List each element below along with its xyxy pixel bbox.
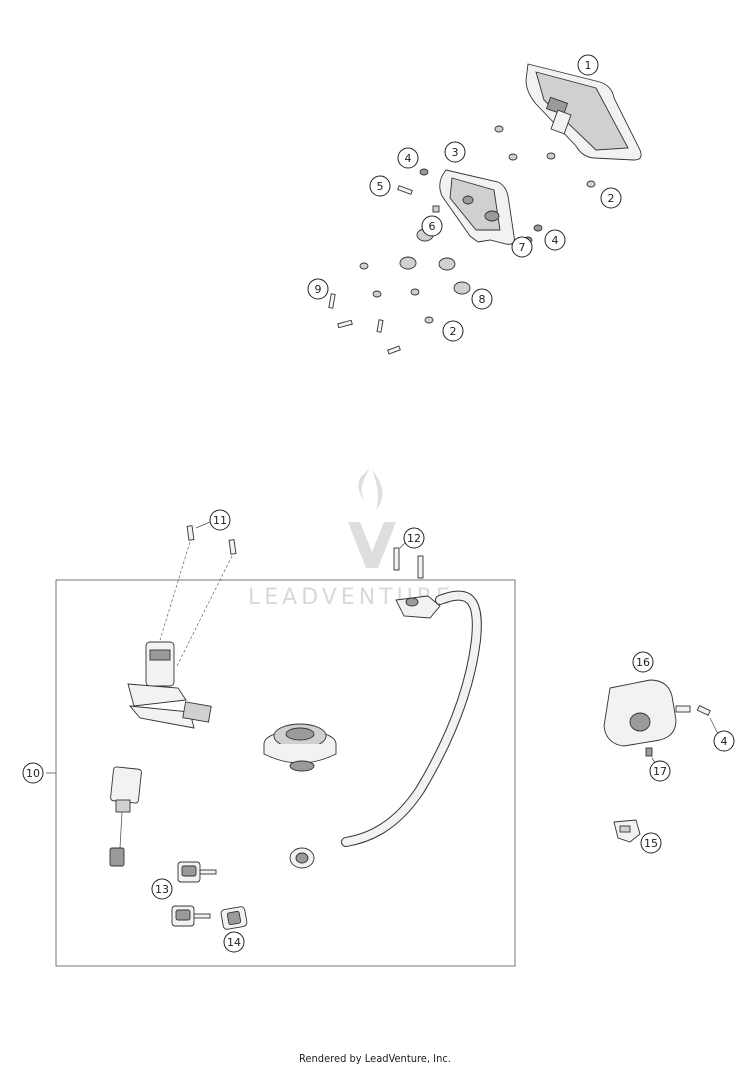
part-15-clip[interactable]	[613, 819, 641, 843]
callout-label: 9	[315, 283, 322, 296]
part-1-instrument-display[interactable]	[525, 63, 642, 161]
callout-label: 5	[377, 180, 384, 193]
callout-label: 7	[519, 241, 526, 254]
callout-12[interactable]: 12	[403, 527, 425, 549]
callout-label: 8	[479, 293, 486, 306]
callout-4[interactable]: 4	[397, 147, 419, 169]
callout-label: 12	[407, 532, 421, 545]
part-12-valve-bracket[interactable]	[393, 541, 441, 619]
callout-6[interactable]: 6	[421, 215, 443, 237]
callout-label: 3	[452, 146, 459, 159]
callout-label: 1	[585, 59, 592, 72]
callout-label: 14	[227, 936, 241, 949]
callout-8[interactable]: 8	[471, 288, 493, 310]
watermark-v-icon	[348, 522, 396, 568]
fuel-tank-cap[interactable]	[263, 723, 337, 772]
part-13-keys[interactable]	[171, 861, 217, 927]
callout-7[interactable]: 7	[511, 236, 533, 258]
screw-17	[645, 747, 657, 765]
callout-9[interactable]: 9	[307, 278, 329, 300]
ignition-lock[interactable]	[127, 641, 212, 729]
part-11-screws[interactable]	[159, 521, 237, 669]
screw-4-right	[696, 705, 719, 735]
callout-label: 4	[721, 735, 728, 748]
callout-11[interactable]: 11	[209, 509, 231, 531]
part-16-housing[interactable]	[603, 679, 691, 747]
part-14-key-cover[interactable]	[220, 906, 248, 930]
callout-label: 15	[644, 837, 658, 850]
callout-10[interactable]: 10	[22, 762, 44, 784]
callout-16[interactable]: 16	[632, 651, 654, 673]
small-fasteners-lower	[328, 262, 434, 355]
callout-15[interactable]: 15	[640, 832, 662, 854]
callout-label: 10	[26, 767, 40, 780]
callout-2[interactable]: 2	[600, 187, 622, 209]
footer-credit: Rendered by LeadVenture, Inc.	[299, 1052, 451, 1065]
callout-label: 2	[608, 192, 615, 205]
wiring-connector[interactable]	[109, 766, 142, 867]
callout-4[interactable]: 4	[713, 730, 735, 752]
callout-4[interactable]: 4	[544, 229, 566, 251]
callout-label: 11	[213, 514, 227, 527]
callout-label: 13	[155, 883, 169, 896]
callout-label: 4	[405, 152, 412, 165]
seat-lock-cylinder[interactable]	[289, 847, 315, 869]
callout-5[interactable]: 5	[369, 175, 391, 197]
callout-2[interactable]: 2	[442, 320, 464, 342]
callout-label: 2	[450, 325, 457, 338]
callout-label: 6	[429, 220, 436, 233]
small-fasteners-top	[397, 125, 596, 244]
callout-label: 17	[653, 765, 667, 778]
callout-label: 16	[636, 656, 650, 669]
callout-1[interactable]: 1	[577, 54, 599, 76]
callout-label: 4	[552, 234, 559, 247]
part-3-bracket[interactable]	[439, 169, 515, 245]
callout-17[interactable]: 17	[649, 760, 671, 782]
callout-13[interactable]: 13	[151, 878, 173, 900]
callout-14[interactable]: 14	[223, 931, 245, 953]
callout-3[interactable]: 3	[444, 141, 466, 163]
part-8-rubber-dampers[interactable]	[399, 228, 471, 295]
watermark-flame-icon	[358, 468, 383, 510]
